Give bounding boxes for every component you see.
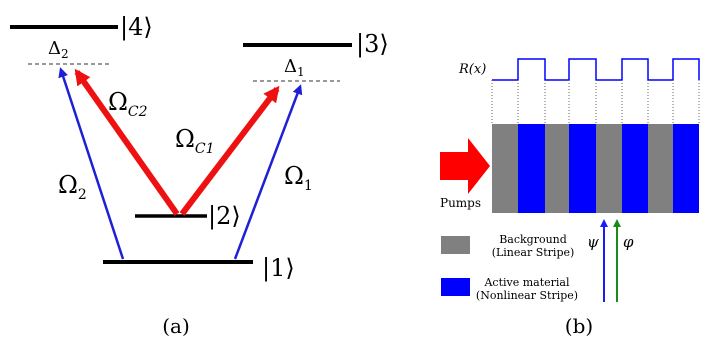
pumps-label: Pumps (440, 196, 481, 210)
ket-4-label: |4⟩ (120, 13, 153, 42)
caption-a: (a) (162, 314, 190, 338)
background-stripe (596, 124, 622, 213)
active-stripe (622, 124, 648, 213)
delta-1-label: Δ1 (284, 56, 305, 79)
omega-1-arrow (233, 84, 303, 260)
omega-2-arrow (58, 67, 125, 260)
background-stripe (545, 124, 569, 213)
active-stripe (673, 124, 699, 213)
background-stripe (648, 124, 673, 213)
panel-a-energy-diagram: |4⟩ |3⟩ |2⟩ |1⟩ Δ2 Δ1 ΩC2 ΩC1 Ω2 Ω1 (a) (10, 13, 389, 338)
active-stripe (518, 124, 545, 213)
omega-c2-label: ΩC2 (108, 88, 148, 120)
legend-active-line2: (Nonlinear Stripe) (476, 289, 578, 302)
omega-2-label: Ω2 (58, 171, 87, 203)
phi-label: φ (623, 233, 634, 251)
omega-c2-arrow (74, 68, 180, 216)
caption-b: (b) (565, 314, 593, 338)
delta-2-label: Δ2 (48, 38, 69, 61)
ket-3-label: |3⟩ (356, 30, 389, 59)
profile-square-wave (492, 58, 700, 81)
psi-label: ψ (587, 233, 599, 251)
panel-b-stripe-diagram: R(x) Pumps (440, 58, 700, 338)
active-stripe (569, 124, 596, 213)
background-stripe (492, 124, 518, 213)
omega-c1-label: ΩC1 (175, 125, 215, 157)
legend-background-line1: Background (499, 233, 567, 246)
omega-1-label: Ω1 (284, 162, 313, 194)
ket-1-label: |1⟩ (262, 254, 295, 283)
ket-2-label: |2⟩ (208, 202, 241, 231)
profile-guide-lines (491, 80, 700, 124)
pump-arrow (440, 138, 490, 194)
stripe-medium (492, 124, 699, 213)
profile-label: R(x) (458, 62, 486, 77)
legend-background-line2: (Linear Stripe) (492, 246, 575, 259)
legend-active-swatch (441, 278, 470, 296)
legend-background-swatch (441, 236, 470, 254)
legend-active-line1: Active material (483, 276, 570, 289)
omega-c1-arrow (179, 85, 280, 216)
